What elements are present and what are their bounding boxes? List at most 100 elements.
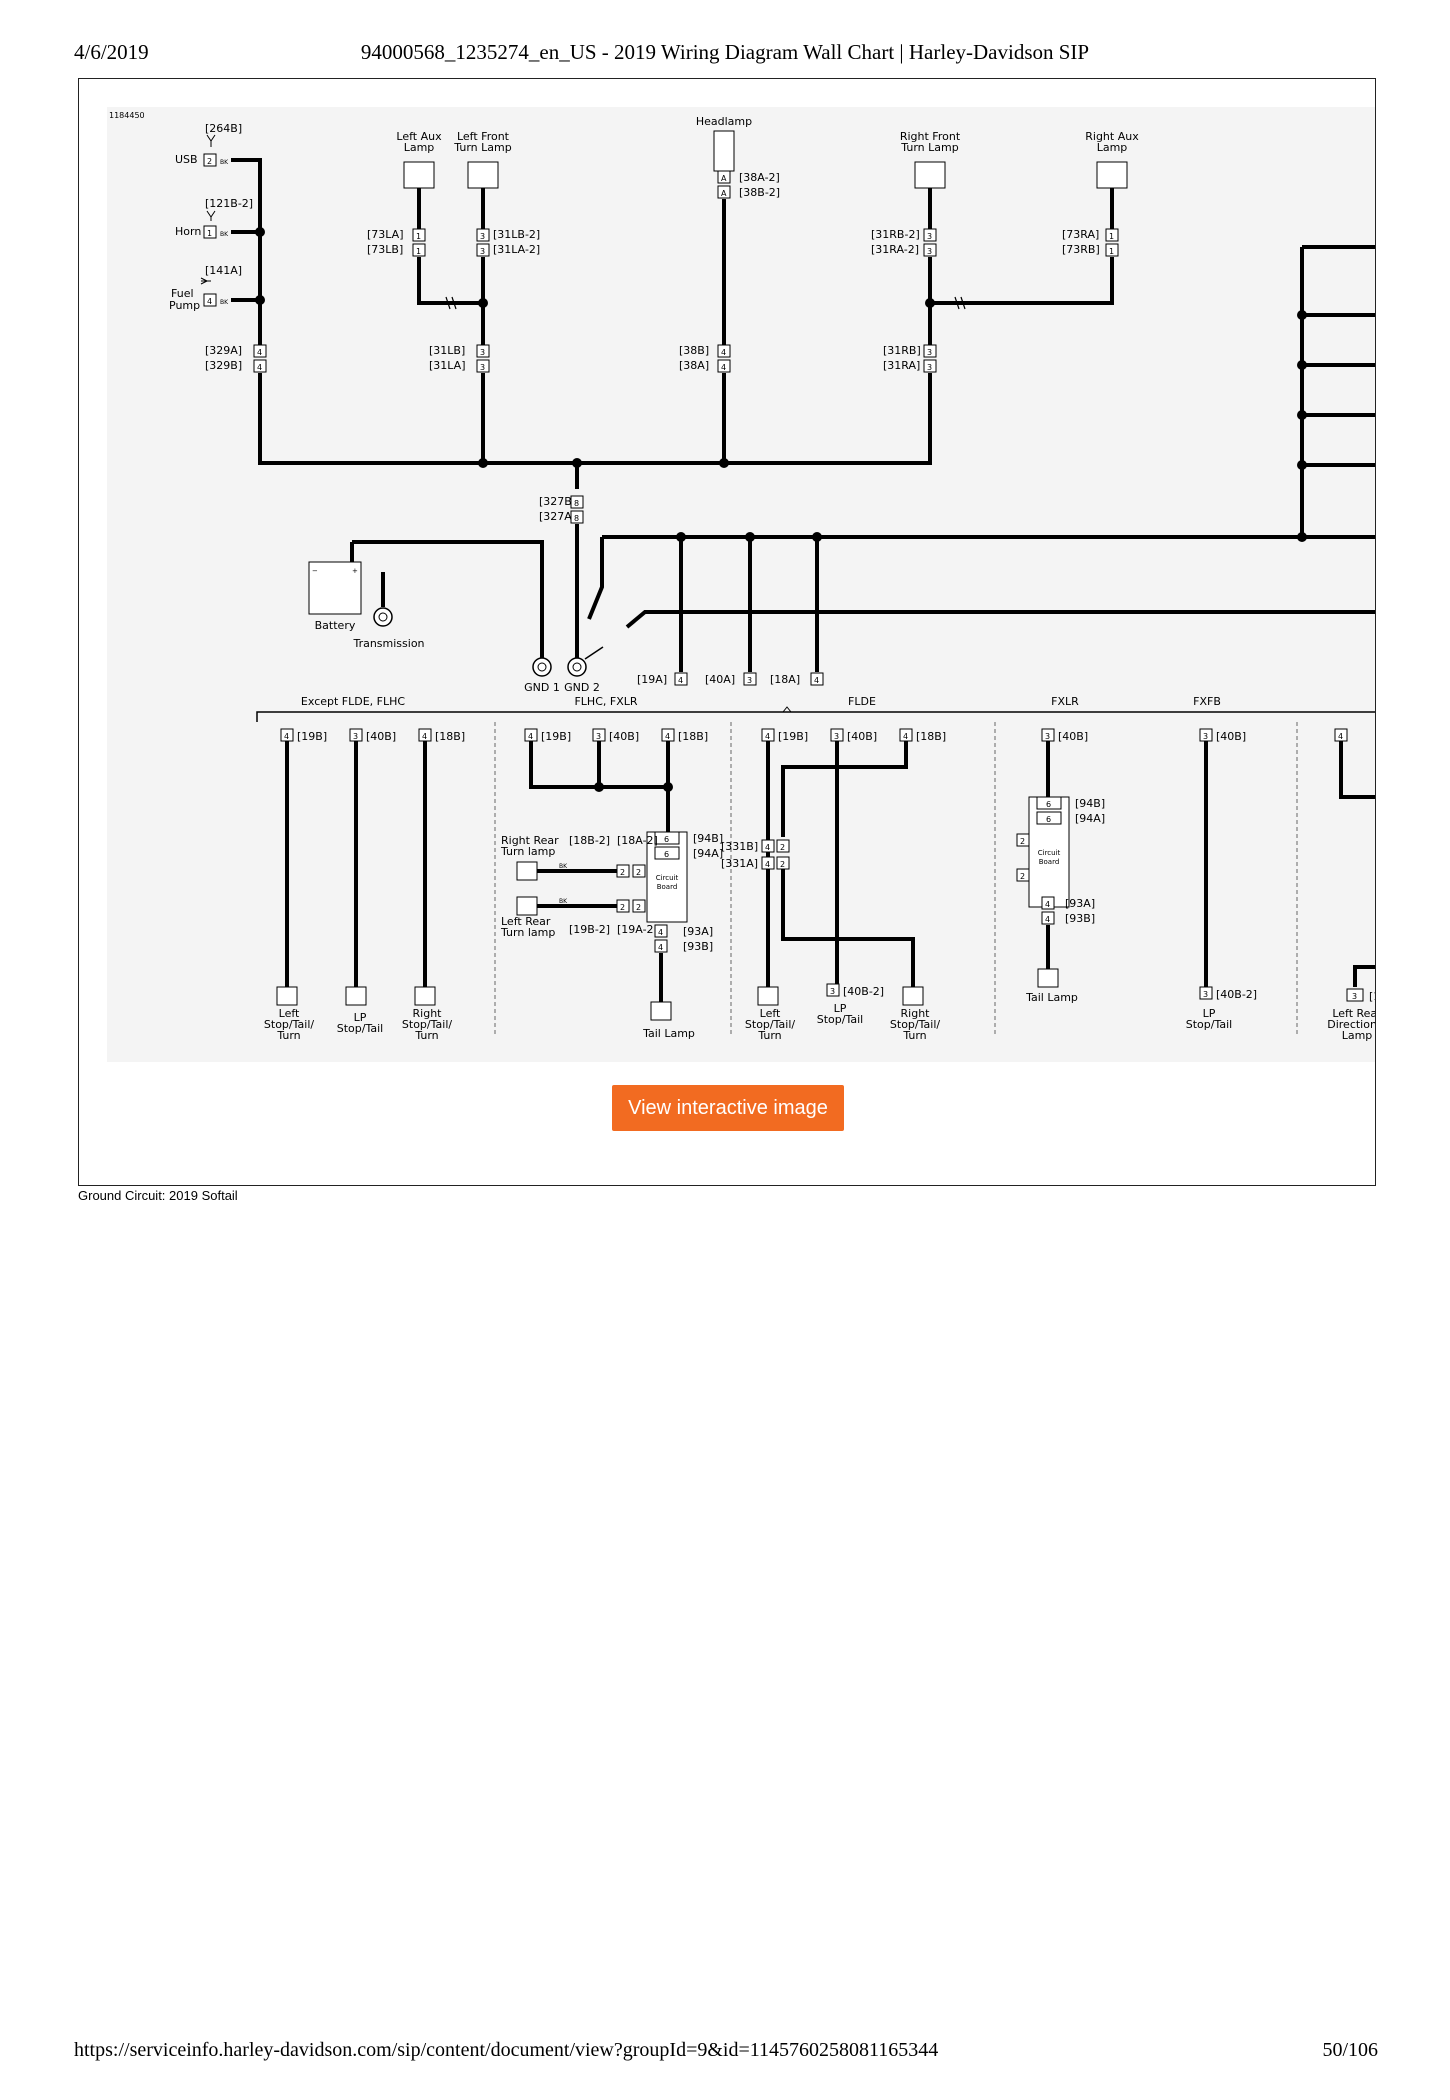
section-except-flde-flhc: 4 [19B] 3 [40B] 4 [18B] Left Stop/Tail/ … (264, 728, 465, 1042)
circuit-board-label: Circuit (1038, 849, 1061, 857)
svg-text:3: 3 (927, 232, 932, 241)
left-lamps-branch: Left Aux Lamp Left Front Turn Lamp [73LA… (367, 130, 540, 463)
headlamp-branch: Headlamp A A [38A-2] [38B-2] [38B] [38A]… (679, 115, 780, 463)
horn-connector (203, 225, 217, 239)
circuit-board-label: Circuit (656, 874, 679, 882)
conn-label: [19B] (778, 730, 808, 743)
lamp-label: Right (901, 1007, 931, 1020)
svg-text:+: + (352, 567, 358, 575)
wiring-diagram-panel: 1184450 [264B] USB 2 BK [121B-2] Horn 1 … (107, 107, 1376, 1062)
lamp-label: Turn lamp (500, 845, 555, 858)
lamp-label: Directional (1327, 1018, 1376, 1031)
section-flde: 4 [19B] 3 [40B] 4 [18B] 4 2 4 2 [331B] [… (721, 728, 946, 1042)
conn-label: [73LB] (367, 243, 403, 256)
svg-text:4: 4 (257, 348, 262, 357)
horn-label: Horn (175, 225, 201, 238)
svg-text:3: 3 (480, 232, 485, 241)
svg-text:4: 4 (665, 732, 670, 741)
svg-text:6: 6 (1046, 800, 1051, 809)
section-flhc-fxlr: 4 [19B] 3 [40B] 4 [18B] 6 6 Circuit Boar… (500, 728, 723, 1040)
lamp-label: Turn (276, 1029, 300, 1042)
wire-color: BK (220, 159, 229, 166)
svg-text:6: 6 (664, 850, 669, 859)
svg-text:1: 1 (207, 229, 212, 238)
lamp-label: Left Rear (1332, 1007, 1376, 1020)
svg-text:2: 2 (620, 868, 625, 877)
conn-label: [31LB-2] (493, 228, 540, 241)
lamp-label: Turn (414, 1029, 438, 1042)
section-fxlr: 3 [40B] 6 6 [94B] [94A] 2 2 Circuit Boar… (1016, 728, 1105, 1004)
right-aux-lamp-label: Right Aux (1085, 130, 1139, 143)
headlamp-label: Headlamp (696, 115, 752, 128)
conn-label: [264B] (205, 122, 242, 135)
battery-label: Battery (315, 619, 356, 632)
section-label: FLHC, FXLR (574, 695, 637, 708)
conn-label: [31RA-2] (871, 243, 919, 256)
section-label: FXFB (1193, 695, 1221, 708)
lamp-label: Tail Lamp (1025, 991, 1078, 1004)
figure-caption: Ground Circuit: 2019 Softail (78, 1188, 238, 1203)
svg-text:4: 4 (207, 297, 212, 306)
conn-label: [31LA-2] (493, 243, 540, 256)
lamp-label: Left (760, 1007, 781, 1020)
fuel-pump-connector (203, 293, 217, 307)
conn-label: [93A] (1065, 897, 1095, 910)
svg-text:3: 3 (596, 732, 601, 741)
conn-label: [94B] (1075, 797, 1105, 810)
view-interactive-image-button[interactable]: View interactive image (612, 1085, 844, 1131)
diagram-id: 1184450 (109, 111, 145, 120)
svg-text:3: 3 (927, 348, 932, 357)
conn-label: [18A-2] (617, 834, 658, 847)
wire-color: BK (220, 231, 229, 238)
svg-text:2: 2 (636, 868, 641, 877)
conn-label: [73LA] (367, 228, 404, 241)
left-aux-lamp-label: Lamp (404, 141, 435, 154)
lamp-label: Stop/Tail/ (264, 1018, 314, 1031)
conn-label: [40B] (366, 730, 396, 743)
tail-lamp (1037, 968, 1059, 988)
svg-text:6: 6 (664, 835, 669, 844)
conn-label: [327A] (539, 510, 576, 523)
svg-text:2: 2 (780, 860, 785, 869)
tail-lamp (650, 1001, 672, 1021)
svg-text:4: 4 (658, 943, 663, 952)
svg-text:2: 2 (207, 157, 212, 166)
svg-text:4: 4 (1045, 915, 1050, 924)
svg-text:−: − (312, 567, 318, 575)
svg-text:3: 3 (747, 676, 752, 685)
circuit-board-label: Board (657, 883, 678, 891)
wiring-diagram: 1184450 [264B] USB 2 BK [121B-2] Horn 1 … (109, 111, 1376, 1042)
section-fxfb: 3 [40B] 3 [40B-2] LP Stop/Tail 4 3 [1 Le… (1186, 728, 1376, 1042)
conn-label: [40B-2] (1216, 988, 1257, 1001)
conn-label: [19B-2] (569, 923, 610, 936)
conn-label: [329B] (205, 359, 242, 372)
right-aux-lamp-label: Lamp (1097, 141, 1128, 154)
lamp-label: Right Rear (501, 834, 559, 847)
left-front-turn-lamp (467, 161, 499, 189)
conn-label: [19A-2] (617, 923, 658, 936)
svg-text:3: 3 (1203, 732, 1208, 741)
lamp-label: Turn (757, 1029, 781, 1042)
conn-label: [141A] (205, 264, 242, 277)
lamp-label: Stop/Tail/ (402, 1018, 452, 1031)
right-aux-lamp (1096, 161, 1128, 189)
right-front-turn-label: Right Front (900, 130, 961, 143)
conn-label: [31LA] (429, 359, 466, 372)
conn-label: [31RB] (883, 344, 921, 357)
gnd2-label: GND 2 (564, 681, 600, 694)
lamp-label: Stop/Tail/ (745, 1018, 795, 1031)
transmission-label: Transmission (352, 637, 424, 650)
left-aux-lamp-label: Left Aux (396, 130, 442, 143)
conn-label: [38A] (679, 359, 709, 372)
section-label: Except FLDE, FLHC (301, 695, 405, 708)
usb-horn-fuel-branch: [264B] USB 2 BK [121B-2] Horn 1 BK [141A… (169, 122, 267, 463)
lamp-label: Left Rear (501, 915, 551, 928)
svg-text:4: 4 (903, 732, 908, 741)
lamp-label: Left (279, 1007, 300, 1020)
conn-label: [18B] (916, 730, 946, 743)
svg-text:3: 3 (480, 363, 485, 372)
headlamp (713, 130, 735, 172)
svg-text:3: 3 (927, 363, 932, 372)
right-lamps-branch: Right Front Turn Lamp Right Aux Lamp [31… (871, 130, 1139, 463)
gnd1-label: GND 1 (524, 681, 560, 694)
